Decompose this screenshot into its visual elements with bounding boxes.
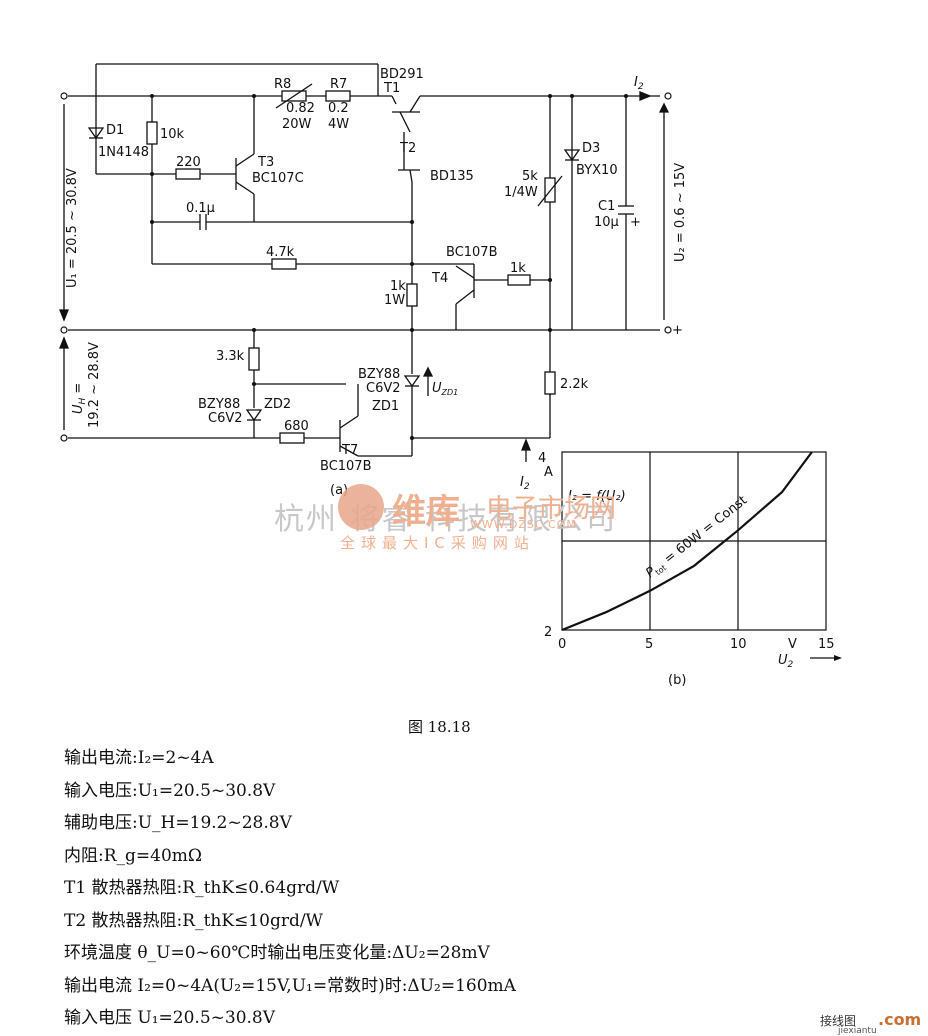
- chart-annotation: Ptot = 60W = Const: [643, 493, 750, 582]
- label-680: 680: [284, 419, 309, 434]
- label-uzd1: UZD1: [432, 381, 458, 397]
- label-c1: C1: [598, 199, 615, 214]
- label-bzy88-zd2: BZY88: [198, 397, 240, 412]
- y-tick-bottom: 2: [544, 625, 552, 640]
- series-line: [561, 451, 813, 632]
- label-2-2k: 2.2k: [560, 377, 589, 392]
- spec-line: 环境温度 θ_U=0~60℃时输出电压变化量:ΔU₂=28mV: [64, 943, 490, 963]
- x-axis-label: U2: [778, 653, 794, 670]
- spec-list: 输出电流:I₂=2~4A 输入电压:U₁=20.5~30.8V 辅助电压:U_H…: [64, 742, 844, 1035]
- spec-line: 输出电流 I₂=0~4A(U₂=15V,U₁=常数时)时:ΔU₂=160mA: [64, 975, 516, 996]
- label-r8-val: 0.82: [286, 101, 315, 116]
- watermark-sub: 全球最大IC采购网站: [340, 534, 535, 552]
- spec-line: 内阻:R_g=40mΩ: [64, 845, 203, 866]
- label-plus-out: +: [672, 323, 683, 338]
- label-bd135: BD135: [430, 169, 474, 184]
- y-unit: A: [544, 465, 553, 480]
- spec-line: 输入电压 U₁=20.5~30.8V: [64, 1008, 276, 1028]
- label-r33k: 3.3k: [216, 349, 245, 364]
- label-zd2: ZD2: [264, 397, 291, 412]
- label-c1-val: 10μ: [594, 215, 619, 230]
- label-uh-range: 19.2 ~ 28.8V: [87, 342, 102, 428]
- watermark-logo-text: 维库: [392, 492, 460, 532]
- label-5k-pow: 1/4W: [504, 185, 538, 200]
- chart-i2-vs-u2: 4 2 0 5 10 15 V A U2 I₂ = f(U₂) Ptot = 6…: [538, 451, 842, 688]
- corner-com: .com: [878, 1010, 922, 1029]
- x-tick-15: 15: [818, 637, 835, 652]
- label-c01: 0.1μ: [186, 201, 215, 216]
- label-plus: +: [630, 215, 641, 230]
- watermark-logo-icon: [338, 484, 384, 530]
- label-u2: U₂ = 0.6 ~ 15V: [673, 163, 688, 262]
- spec-line: 辅助电压:U_H=19.2~28.8V: [64, 813, 292, 833]
- watermark-company: 杭州 将睿 科技有限公司: [274, 502, 618, 537]
- label-d1-type: 1N4148: [98, 145, 149, 160]
- spec-line: 输出电流:I₂=2~4A: [64, 748, 214, 768]
- label-bc107b-t7: BC107B: [320, 459, 372, 474]
- label-r7-pow: 4W: [328, 117, 349, 132]
- label-1k: 1k: [390, 279, 406, 294]
- spec-line: T2 散热器热阻:R_thK≤10grd/W: [64, 910, 324, 931]
- x-tick-5: 5: [645, 637, 653, 652]
- label-i2-bottom: I2: [520, 475, 530, 492]
- figure-caption: 图 18.18: [408, 718, 471, 736]
- label-r7-val: 0.2: [328, 101, 349, 116]
- label-byx10: BYX10: [576, 163, 618, 178]
- x-unit: V: [788, 637, 797, 652]
- chart-title: I₂ = f(U₂): [568, 489, 626, 504]
- label-t7: T7: [341, 443, 358, 458]
- label-1w: 1W: [384, 293, 405, 308]
- watermark-mid: 电子市场网: [486, 494, 617, 524]
- label-4-7k: 4.7k: [266, 245, 295, 260]
- label-bc107b-t4: BC107B: [446, 245, 498, 260]
- y-tick-top: 4: [538, 451, 546, 466]
- label-bzy88-zd1: BZY88: [358, 367, 400, 382]
- corner-sub: jiexiantu: [838, 1026, 877, 1036]
- circuit-schematic: BD291 T1 R8 0.82 20W R7 0.2 4W D1 1N4148…: [59, 63, 842, 688]
- label-c6v2-zd2: C6V2: [208, 411, 243, 426]
- label-t4: T4: [431, 271, 448, 286]
- label-1k-t4: 1k: [510, 261, 526, 276]
- chart-sublabel: (b): [668, 673, 686, 688]
- label-zd1: ZD1: [372, 399, 399, 414]
- label-r8: R8: [274, 77, 291, 92]
- label-bd291: BD291: [380, 67, 424, 82]
- label-t3: T3: [257, 155, 274, 170]
- label-t3-type: BC107C: [252, 171, 304, 186]
- label-u1: U₁ = 20.5 ~ 30.8V: [65, 168, 80, 288]
- x-tick-0: 0: [558, 637, 566, 652]
- label-220: 220: [176, 155, 201, 170]
- label-uh: UH =: [71, 383, 88, 414]
- label-d3: D3: [582, 141, 600, 156]
- label-5k: 5k: [522, 169, 538, 184]
- label-d1: D1: [106, 123, 124, 138]
- x-tick-10: 10: [730, 637, 747, 652]
- label-c6v2-zd1: C6V2: [366, 381, 401, 396]
- label-r8-pow: 20W: [282, 117, 312, 132]
- spec-line: 输入电压:U₁=20.5~30.8V: [64, 780, 276, 801]
- corner-site: 接线图: [820, 1014, 857, 1028]
- label-10k: 10k: [160, 127, 185, 142]
- label-r7: R7: [330, 77, 347, 92]
- label-t2: T2: [399, 141, 416, 156]
- spec-line: T1 散热器热阻:R_thK≤0.64grd/W: [64, 878, 340, 898]
- label-t1: T1: [383, 81, 400, 96]
- watermark-url: WWW.DZSC.COM: [470, 518, 577, 531]
- label-i2-top: I2: [634, 75, 644, 92]
